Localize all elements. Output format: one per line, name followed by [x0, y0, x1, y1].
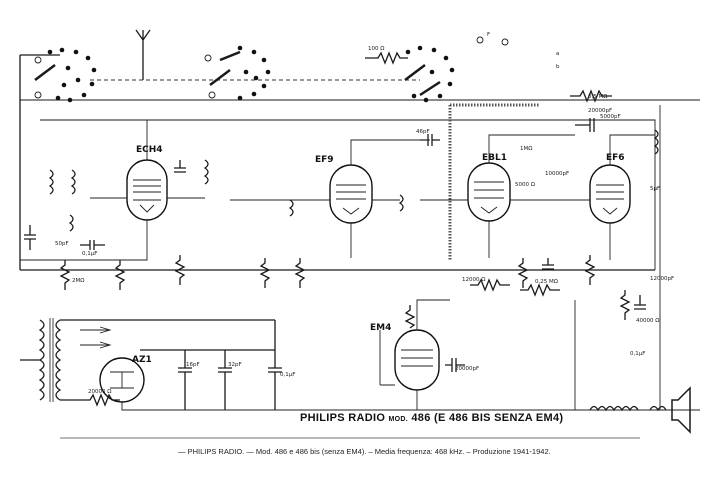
title-model: 486 — [411, 412, 431, 424]
pin-a: a — [556, 51, 559, 57]
filter-capacitors — [140, 320, 282, 410]
ebl1-label: EBL1 — [482, 153, 507, 163]
pin-f: F — [487, 32, 490, 38]
r-2m-label: 2MΩ — [72, 278, 84, 284]
resistor-20000 — [80, 393, 120, 407]
band-switch-2 — [204, 45, 271, 101]
title-variant: (E 486 BIS SENZA EM4) — [434, 412, 564, 424]
shielded-lead — [448, 103, 540, 260]
c-20000-em4-label: 20000pF — [455, 366, 479, 372]
antenna-symbol — [135, 29, 151, 80]
ebl1-tube — [467, 162, 511, 222]
rf-coils — [48, 129, 659, 232]
top-rail — [40, 119, 656, 270]
c-5uf-label: 5µF — [650, 186, 660, 192]
ech4-tube — [126, 159, 168, 221]
c-50pf-label: 50pF — [55, 241, 69, 247]
power-transformer — [20, 318, 275, 402]
c-01uf-a-label: 0,1µF — [82, 251, 97, 257]
title-model-prefix: MOD. — [388, 416, 409, 423]
output-transformer — [589, 405, 667, 412]
az1-label: AZ1 — [132, 355, 152, 365]
r-100-label: 100 Ω — [368, 46, 384, 52]
ech4-label: ECH4 — [136, 145, 163, 155]
diagram-title: PHILIPS RADIO MOD. 486 (E 486 BIS SENZA … — [300, 412, 563, 424]
r-20000-label: 20000 Ω — [88, 389, 111, 395]
resistor-set — [59, 89, 631, 329]
c-20000-label: 20000pF — [588, 108, 612, 114]
c-16pf-label: 16pF — [186, 362, 200, 368]
band-switch-3 — [404, 36, 509, 103]
em4-label: EM4 — [370, 323, 391, 333]
speaker-icon — [671, 386, 691, 434]
ef9-tube — [329, 164, 373, 224]
title-brand: PHILIPS RADIO — [300, 412, 386, 424]
c-01uf-b-label: 0,1µF — [280, 372, 295, 378]
r-5000-label: 5000 Ω — [515, 182, 535, 188]
r-12000-label: 12000 Ω — [462, 277, 485, 283]
c-32pf-label: 32pF — [228, 362, 242, 368]
ef6-label: EF6 — [606, 153, 625, 163]
c-5000-label: 5000pF — [600, 114, 621, 120]
misc-capacitors — [24, 118, 646, 372]
interconnect-wires — [20, 105, 700, 411]
r-05m-label: 0,5 MΩ — [588, 94, 607, 100]
pin-b: b — [556, 64, 560, 70]
footer-caption: — PHILIPS RADIO. — Mod. 486 e 486 bis (s… — [178, 447, 551, 456]
c-10000-label: 10000pF — [545, 171, 569, 177]
r-025m-label: 0,25 MΩ — [535, 279, 558, 285]
em4-tube — [394, 329, 440, 391]
resistor-100 — [365, 51, 408, 65]
c-46pf-label: 46pF — [416, 129, 430, 135]
ef9-label: EF9 — [315, 155, 334, 165]
r-40000-label: 40000 Ω — [636, 318, 659, 324]
band-switch-1 — [34, 47, 97, 103]
ef6-tube — [589, 164, 631, 224]
r-1m-label: 1MΩ — [520, 146, 532, 152]
left-bus — [19, 54, 60, 270]
c-01uf-c-label: 0,1µF — [630, 351, 645, 357]
c-12000-label: 12000pF — [650, 276, 674, 282]
